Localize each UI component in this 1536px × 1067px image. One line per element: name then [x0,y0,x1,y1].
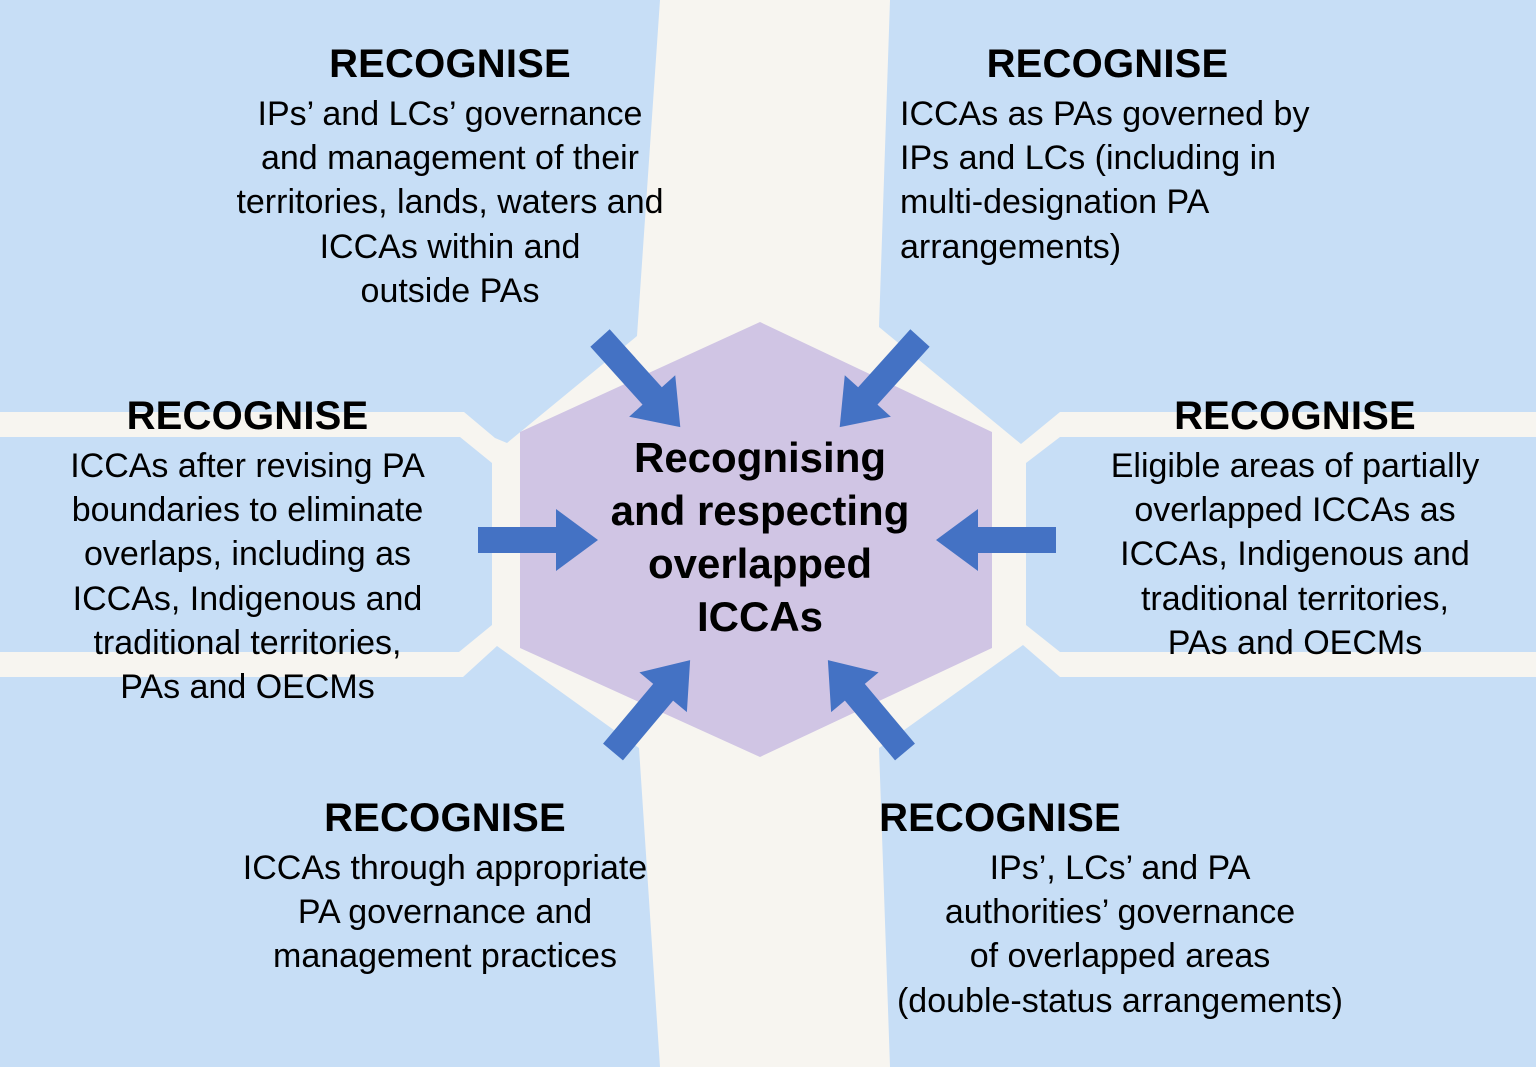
panel-line: authorities’ governance [944,893,1296,932]
arrow-from-left-icon [478,509,598,571]
panel-line: outside PAs [360,271,540,310]
panel-line: IPs and LCs (including in [900,139,1277,178]
panel-line: PA governance and [297,893,593,932]
wedge-bottom-right [879,645,1536,1067]
panel-line: (double-status arrangements) [896,981,1343,1020]
wedge-right [1026,437,1536,652]
panel-title: RECOGNISE [324,796,566,840]
arrow-from-right-icon [936,509,1056,571]
panel-line: ICCAs, Indigenous and [72,579,423,618]
panel-line: arrangements) [900,227,1122,266]
wedge-bottom-left [0,646,660,1067]
panel-line: IPs’, LCs’ and PA [989,849,1251,887]
panel-line: territories, lands, waters and [236,183,664,222]
panel-line: PAs and OECMs [1167,623,1423,662]
panel-line: ICCAs through appropriate [242,849,648,887]
panel-line: traditional territories, [1140,579,1449,618]
arrow-group [478,329,1056,761]
center-line: ICCAs [696,592,824,640]
panel-line: PAs and OECMs [120,667,375,706]
center-hexagon [520,322,992,757]
panel-top-right: RECOGNISE ICCAs as PAs governed by IPs a… [900,38,1370,269]
panel-line: boundaries to eliminate [71,491,424,530]
wedge-left [0,437,492,652]
panel-line: multi-designation PA [900,183,1210,222]
panel-title: RECOGNISE [126,394,369,438]
panel-line: of overlapped areas [969,937,1271,976]
panel-line: ICCAs within and [319,227,581,266]
arrow-from-bottom-left-icon [603,660,691,761]
panel-line: ICCAs, Indigenous and [1120,535,1470,574]
wedge-top-left [0,0,660,443]
panel-left: RECOGNISE ICCAs after revising PA bounda… [40,390,455,709]
panel-body: ICCAs as PAs governed by IPs and LCs (in… [900,92,1370,269]
center-line: and respecting [610,486,910,534]
panel-line: overlapped ICCAs as [1134,491,1456,530]
panel-top-left: RECOGNISE IPs’ and LCs’ governance and m… [190,38,710,313]
panel-line: traditional territories, [93,623,402,662]
panel-bottom-right: RECOGNISE IPs’, LCs’ and PA authorities’… [850,792,1410,1023]
panel-line: ICCAs as PAs governed by [900,95,1310,133]
center-line: overlapped [647,539,873,587]
arrow-from-top-left-icon [590,329,681,428]
panel-line: management practices [273,937,617,976]
center-hexagon-label: Recognising and respecting overlapped IC… [570,432,950,644]
panel-line: overlaps, including as [84,535,411,574]
arrow-from-bottom-right-icon [827,660,915,761]
panel-title: RECOGNISE [986,42,1229,86]
panel-line: IPs’ and LCs’ governance [257,95,643,133]
panel-body: ICCAs after revising PA boundaries to el… [40,444,455,709]
center-line: Recognising [633,434,887,481]
arrow-from-top-right-icon [839,329,930,428]
panel-bottom-left: RECOGNISE ICCAs through appropriate PA g… [225,792,665,979]
panel-title: RECOGNISE [879,796,1121,840]
panel-right: RECOGNISE Eligible areas of partially ov… [1095,390,1495,665]
panel-body: IPs’ and LCs’ governance and management … [190,92,710,313]
panel-title: RECOGNISE [329,42,571,86]
panel-line: and management of their [260,139,640,178]
panel-body: IPs’, LCs’ and PA authorities’ governanc… [850,846,1390,1023]
panel-line: ICCAs after revising PA [70,447,425,485]
wedge-top-right [879,0,1536,444]
panel-body: ICCAs through appropriate PA governance … [225,846,665,979]
panel-title: RECOGNISE [1174,394,1416,438]
panel-body: Eligible areas of partially overlapped I… [1095,444,1495,665]
panel-line: Eligible areas of partially [1110,447,1480,485]
